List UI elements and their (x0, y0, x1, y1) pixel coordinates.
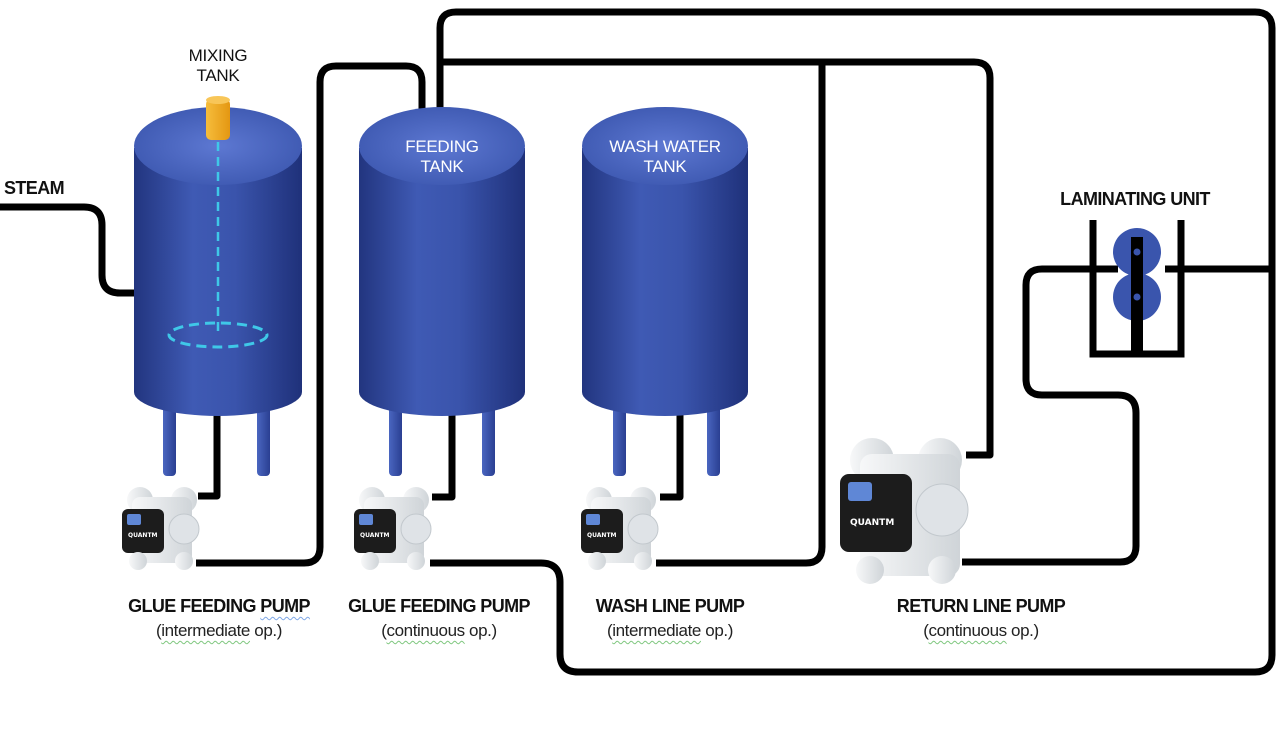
roller-axle (1133, 248, 1141, 256)
pump-icon: QUANTM (354, 487, 432, 570)
feeding-tank-label-line1: FEEDING (405, 137, 479, 156)
feeding-tank-label: FEEDING TANK (392, 137, 492, 177)
laminating-unit-label: LAMINATING UNIT (1060, 189, 1210, 209)
wash-tank-body (582, 148, 748, 416)
pump-icon: QUANTM (122, 487, 200, 570)
roller-axle (1133, 293, 1141, 301)
pump-brand-text: QUANTM (850, 518, 894, 528)
feeding-tank (359, 107, 525, 476)
steam-label: STEAM (4, 178, 65, 198)
pump-label-wash: WASH LINE PUMP (intermediate op.) (572, 596, 768, 641)
wash-tank-label-line2: TANK (643, 157, 687, 176)
mixer-motor (206, 99, 230, 140)
mixing-tank (134, 96, 302, 476)
glue-feed-to-laminator-pipe (430, 8, 1276, 676)
pump-brand-text: QUANTM (360, 532, 390, 539)
feeding-tank-body (359, 148, 525, 416)
wash-tank-label: WASH WATER TANK (595, 137, 735, 177)
mixing-tank-label: MIXING TANK (168, 46, 268, 86)
mixing-tank-label-line1: MIXING (188, 46, 248, 65)
wash-outlet-pipe (660, 415, 684, 501)
pump-label-glue-intermediate: GLUE FEEDING PUMP (intermediate op.) (104, 596, 334, 641)
glue-feed-to-feeding-tank-pipe (196, 62, 426, 567)
pump-name: GLUE FEEDING PUMP (128, 596, 310, 616)
wash-line-pipe (656, 62, 826, 567)
laminator-return-pipe (962, 265, 1140, 566)
steam-pipe (0, 203, 138, 297)
pump-name: GLUE FEEDING PUMP (348, 596, 530, 616)
pipes (0, 8, 1276, 676)
pump-operation: (intermediate op.) (606, 621, 734, 640)
pump-name: RETURN LINE PUMP (896, 596, 1066, 616)
pump-operation: (intermediate op.) (155, 621, 283, 640)
pump-brand-text: QUANTM (128, 532, 158, 539)
pump-icon: QUANTM (840, 438, 969, 584)
wash-tank-top (582, 107, 748, 185)
pump-icon: QUANTM (581, 487, 659, 570)
pump-label-glue-continuous: GLUE FEEDING PUMP (continuous op.) (330, 596, 548, 641)
wash-water-tank (582, 107, 748, 476)
mixing-outlet-pipe (198, 415, 221, 500)
mixer-motor-top (206, 96, 230, 104)
wash-tank-label-line1: WASH WATER (609, 137, 721, 156)
laminating-unit (1089, 220, 1185, 358)
pump-operation: (continuous op.) (923, 621, 1039, 640)
agitator-blade (167, 321, 269, 349)
pump-operation: (continuous op.) (381, 621, 497, 640)
pump-brand-text: QUANTM (587, 532, 617, 539)
return-line-pipe (440, 58, 994, 459)
pump-label-return: RETURN LINE PUMP (continuous op.) (872, 596, 1090, 641)
feeding-tank-label-line2: TANK (420, 157, 464, 176)
feeding-outlet-pipe (432, 415, 456, 501)
feeding-tank-top (359, 107, 525, 185)
mixing-tank-label-line2: TANK (196, 66, 240, 85)
pump-name: WASH LINE PUMP (595, 596, 745, 616)
